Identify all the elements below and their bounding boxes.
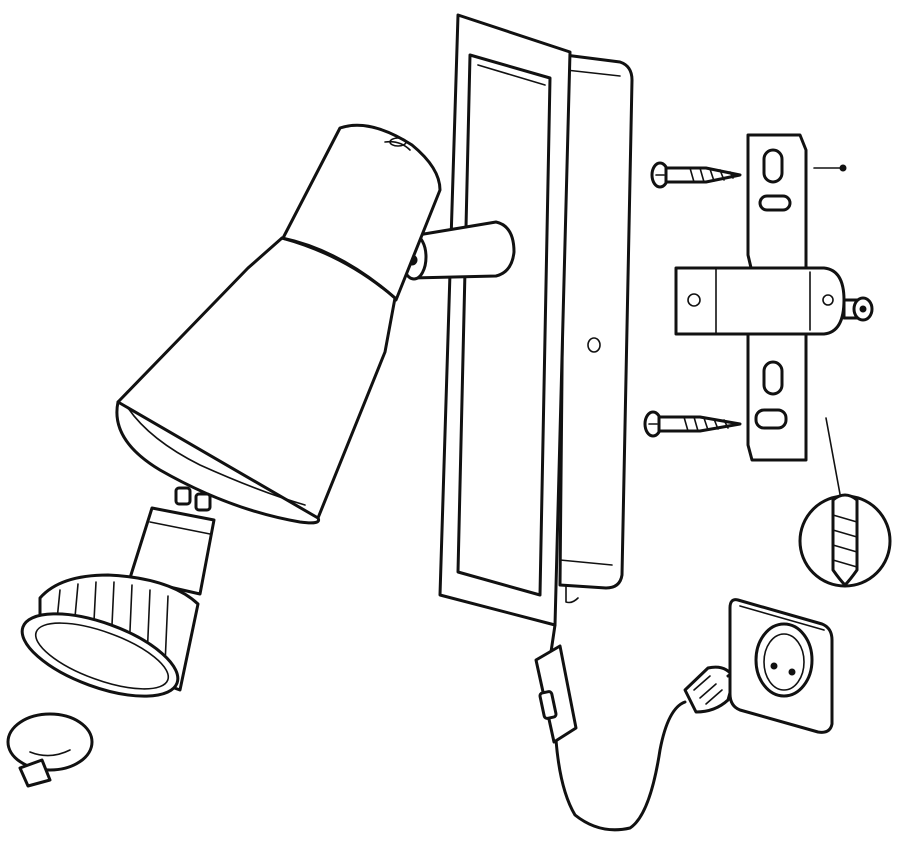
wall-plug-callout xyxy=(798,417,892,588)
wall-socket xyxy=(728,598,834,734)
inline-switch xyxy=(534,644,578,744)
retaining-cap xyxy=(6,712,94,788)
lamp-shade xyxy=(115,123,516,525)
wall-screw-upper xyxy=(650,161,742,189)
bracket-screw xyxy=(842,296,874,322)
power-cable xyxy=(549,623,687,832)
gu10-bulb xyxy=(20,486,216,698)
backplate xyxy=(438,13,634,627)
mounting-bracket xyxy=(674,133,846,462)
set-pin xyxy=(813,164,847,172)
wall-screw-lower xyxy=(643,410,742,438)
